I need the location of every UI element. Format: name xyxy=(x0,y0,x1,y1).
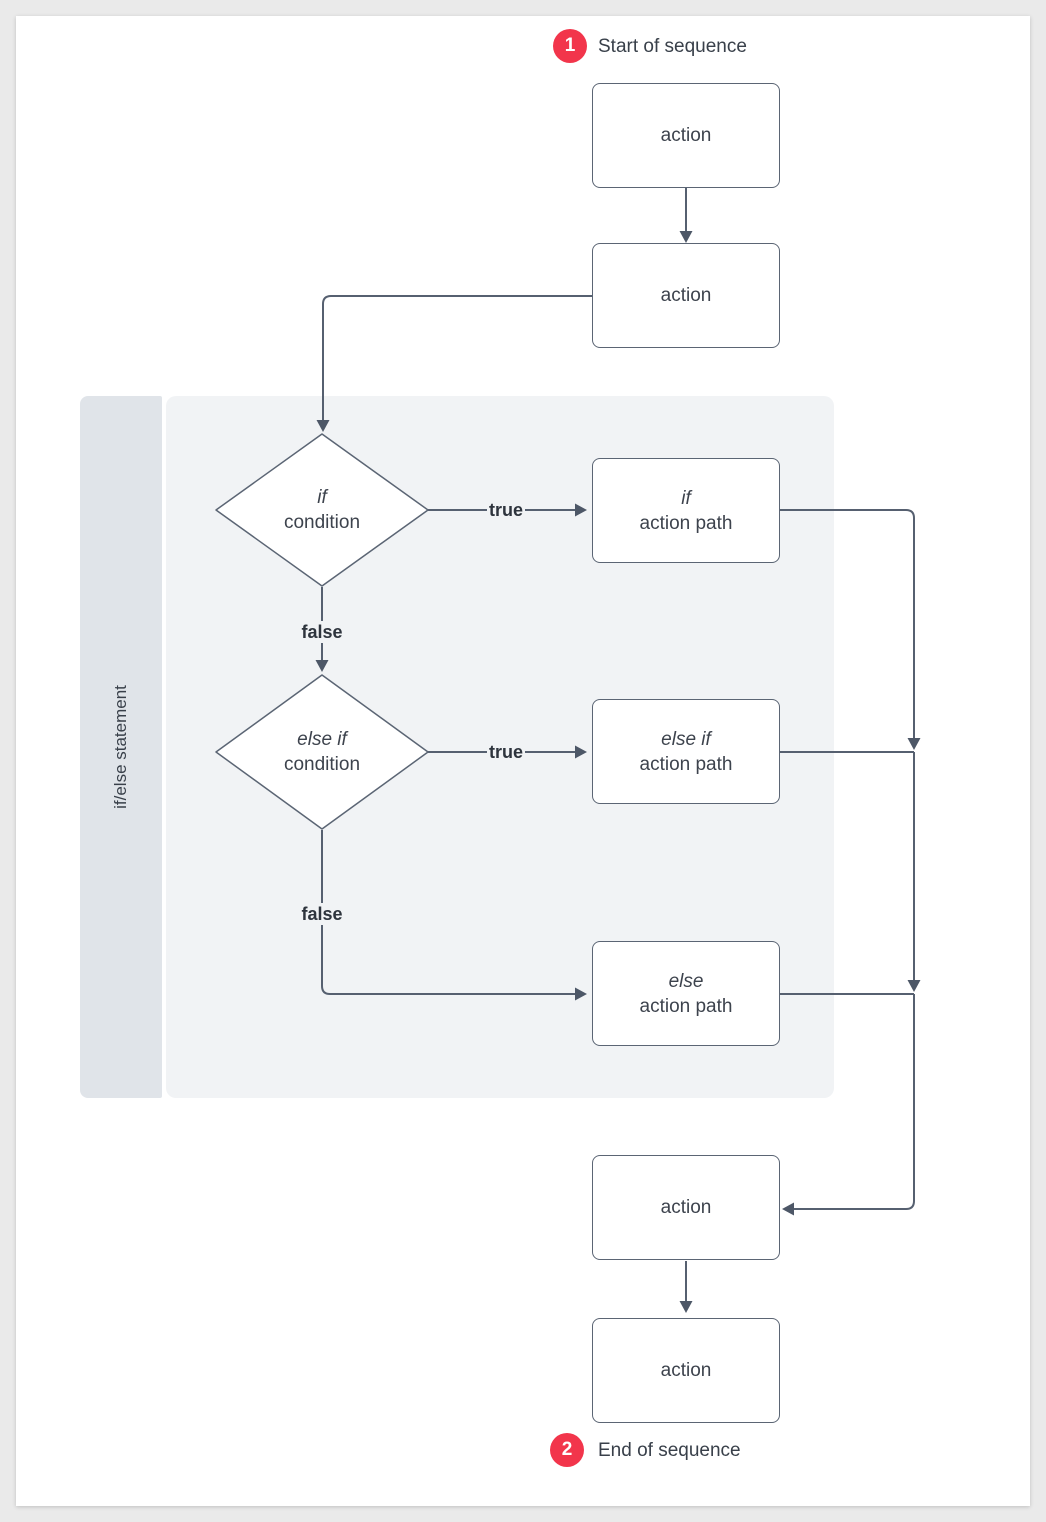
node-label: action xyxy=(660,1360,712,1381)
node-action-top: action xyxy=(592,83,780,188)
if-condition-label: if condition xyxy=(227,485,417,535)
connector-action2-ifcondition xyxy=(322,295,592,423)
node-label-line2: action path xyxy=(639,753,733,775)
arrowhead-left-icon xyxy=(782,1202,794,1216)
arrowhead-down-icon xyxy=(315,660,329,672)
edge-label-if-true: true xyxy=(486,499,526,521)
if-condition-diamond xyxy=(215,433,429,587)
arrowhead-down-icon xyxy=(907,980,921,992)
node-label: action xyxy=(660,125,712,146)
edge-label-if-false: false xyxy=(299,621,345,643)
arrowhead-right-icon xyxy=(575,745,587,759)
end-annotation-label: End of sequence xyxy=(598,1440,741,1461)
diamond-label-line2: condition xyxy=(283,512,361,533)
else-if-condition-diamond xyxy=(215,674,429,830)
end-number-badge: 2 xyxy=(550,1433,584,1467)
arrowhead-down-icon xyxy=(316,420,330,432)
arrowhead-down-icon xyxy=(679,231,693,243)
node-label-line1: if xyxy=(681,487,691,509)
node-action-final: action xyxy=(592,1318,780,1423)
diagram-canvas: if/else statement xyxy=(16,16,1030,1506)
node-action-merge: action xyxy=(592,1155,780,1260)
arrowhead-down-icon xyxy=(907,738,921,750)
ifelse-group-sidebar xyxy=(80,396,162,1098)
diamond-label-line2: condition xyxy=(283,754,361,775)
connector-rail-actionmerge xyxy=(791,994,915,1210)
node-label: action xyxy=(660,1197,712,1218)
node-label-line1: else if xyxy=(661,728,711,750)
node-label-line1: else xyxy=(668,970,704,992)
node-action-second: action xyxy=(592,243,780,348)
else-if-condition-label: else if condition xyxy=(227,727,417,777)
diamond-label-line1: if xyxy=(317,487,327,508)
node-if-action-path: if action path xyxy=(592,458,780,563)
edge-label-else-if-true: true xyxy=(486,741,526,763)
arrowhead-right-icon xyxy=(575,987,587,1001)
start-annotation-label: Start of sequence xyxy=(598,36,747,57)
start-number-badge: 1 xyxy=(553,29,587,63)
connector-ifpath-rail xyxy=(780,509,915,741)
node-else-action-path: else action path xyxy=(592,941,780,1046)
diamond-label-line1: else if xyxy=(297,729,347,750)
arrowhead-right-icon xyxy=(575,503,587,517)
node-else-if-action-path: else if action path xyxy=(592,699,780,804)
node-label: action xyxy=(660,285,712,306)
edge-label-else-if-false: false xyxy=(299,903,345,925)
node-label-line2: action path xyxy=(639,995,733,1017)
arrowhead-down-icon xyxy=(679,1301,693,1313)
connector-elseif-false xyxy=(321,830,578,995)
node-label-line2: action path xyxy=(639,512,733,534)
